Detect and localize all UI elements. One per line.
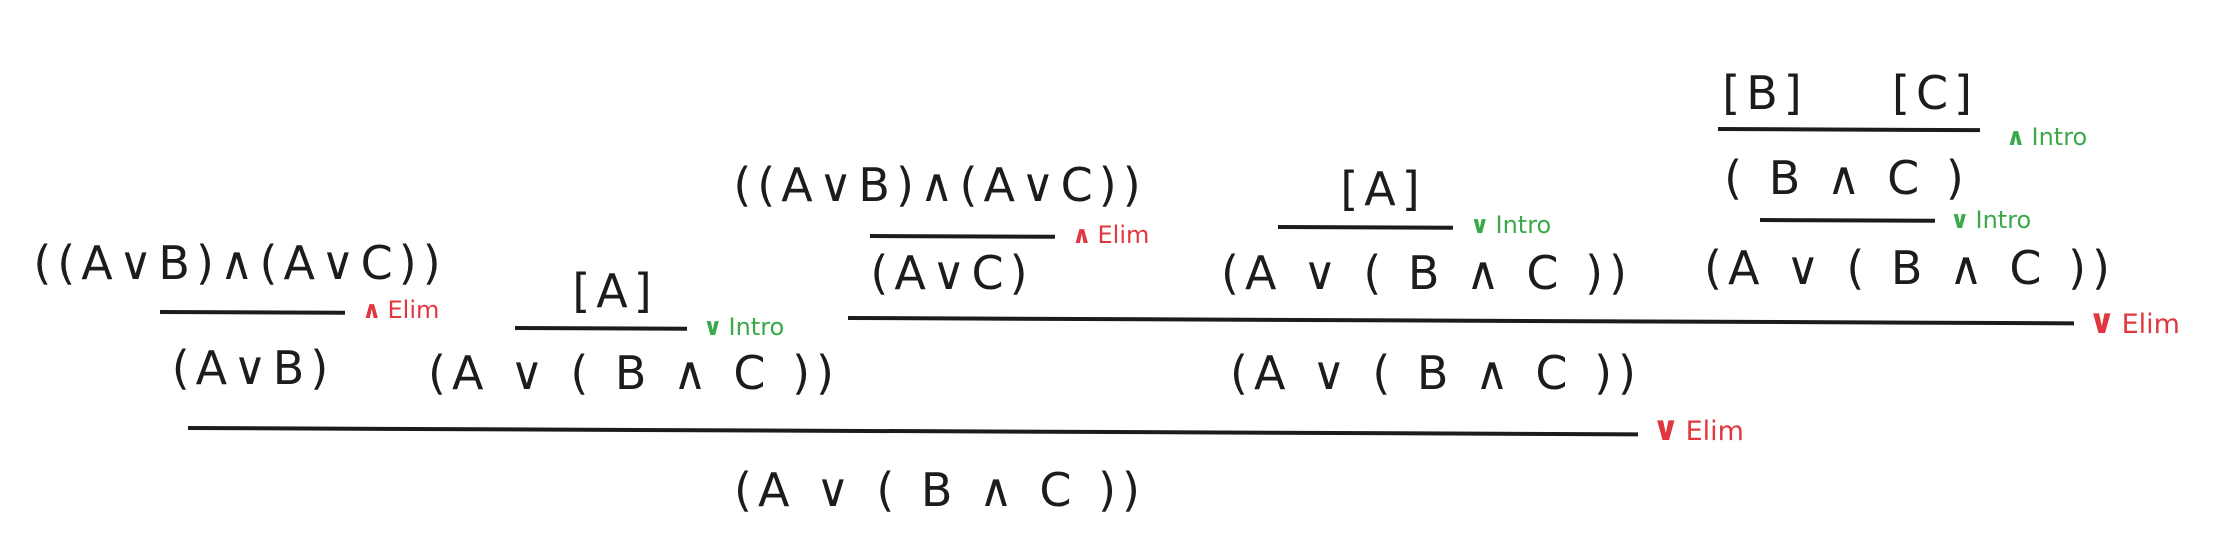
rule-name: Elim	[1097, 221, 1150, 249]
inner-or-elim-label: ∨Elim	[2088, 305, 2180, 339]
and-symbol-icon: ∧	[362, 296, 382, 324]
mid-conclusion-formula: (A∨C)	[870, 246, 1034, 300]
rule-name: Intro	[1495, 211, 1552, 239]
left-branch-conclusion: (A ∨ ( B ∧ C ))	[428, 346, 840, 400]
final-or-elim-label: ∨Elim	[1652, 412, 1744, 446]
final-conclusion: (A ∨ ( B ∧ C ))	[734, 463, 1146, 517]
inner-or-elim-line	[847, 316, 2074, 326]
or-symbol-icon: ∨	[1950, 206, 1970, 234]
right-or-intro-label: ∨Intro	[1950, 208, 2031, 232]
assumption-c: [C]	[1891, 66, 1979, 120]
mid-and-elim-line	[869, 234, 1056, 239]
or-symbol-icon: ∨	[1652, 409, 1680, 449]
inner-or-intro-label: ∨Intro	[1470, 213, 1551, 237]
assumption-b: [B]	[1722, 66, 1808, 120]
and-intro-label: ∧Intro	[2006, 125, 2087, 149]
or-symbol-icon: ∨	[1470, 211, 1490, 239]
rule-name: Intro	[728, 313, 785, 341]
inner-or-elim-result: (A ∨ ( B ∧ C ))	[1230, 346, 1642, 400]
or-symbol-icon: ∨	[703, 313, 723, 341]
rule-name: Intro	[2031, 123, 2088, 151]
inner-left-conclusion: (A ∨ ( B ∧ C ))	[1221, 246, 1633, 300]
left-conclusion-formula: (A∨B)	[171, 341, 335, 395]
and-symbol-icon: ∧	[1072, 221, 1092, 249]
and-symbol-icon: ∧	[2006, 123, 2026, 151]
left-or-intro-line	[514, 326, 688, 331]
left-and-elim-line	[159, 310, 346, 315]
left-premise-formula: ((A∨B)∧(A∨C))	[33, 236, 447, 290]
rule-name: Intro	[1975, 206, 2032, 234]
inner-right-conclusion: (A ∨ ( B ∧ C ))	[1704, 241, 2116, 295]
left-or-intro-label: ∨Intro	[703, 315, 784, 339]
mid-and-elim-label: ∧Elim	[1072, 223, 1149, 247]
final-or-elim-line	[187, 426, 1638, 437]
inner-left-assumption-a: [A]	[1340, 162, 1426, 216]
mid-premise-formula: ((A∨B)∧(A∨C))	[733, 158, 1147, 212]
left-and-elim-label: ∧Elim	[362, 298, 439, 322]
right-or-intro-line	[1759, 218, 1936, 223]
b-and-c-formula: ( B ∧ C )	[1724, 151, 1970, 205]
rule-name: Elim	[2121, 309, 2180, 340]
rule-name: Elim	[1685, 416, 1744, 447]
and-intro-line	[1717, 127, 1981, 133]
rule-name: Elim	[387, 296, 440, 324]
or-symbol-icon: ∨	[2088, 302, 2116, 342]
inner-or-intro-line	[1277, 225, 1454, 230]
left-assumption-a: [A]	[572, 264, 658, 318]
